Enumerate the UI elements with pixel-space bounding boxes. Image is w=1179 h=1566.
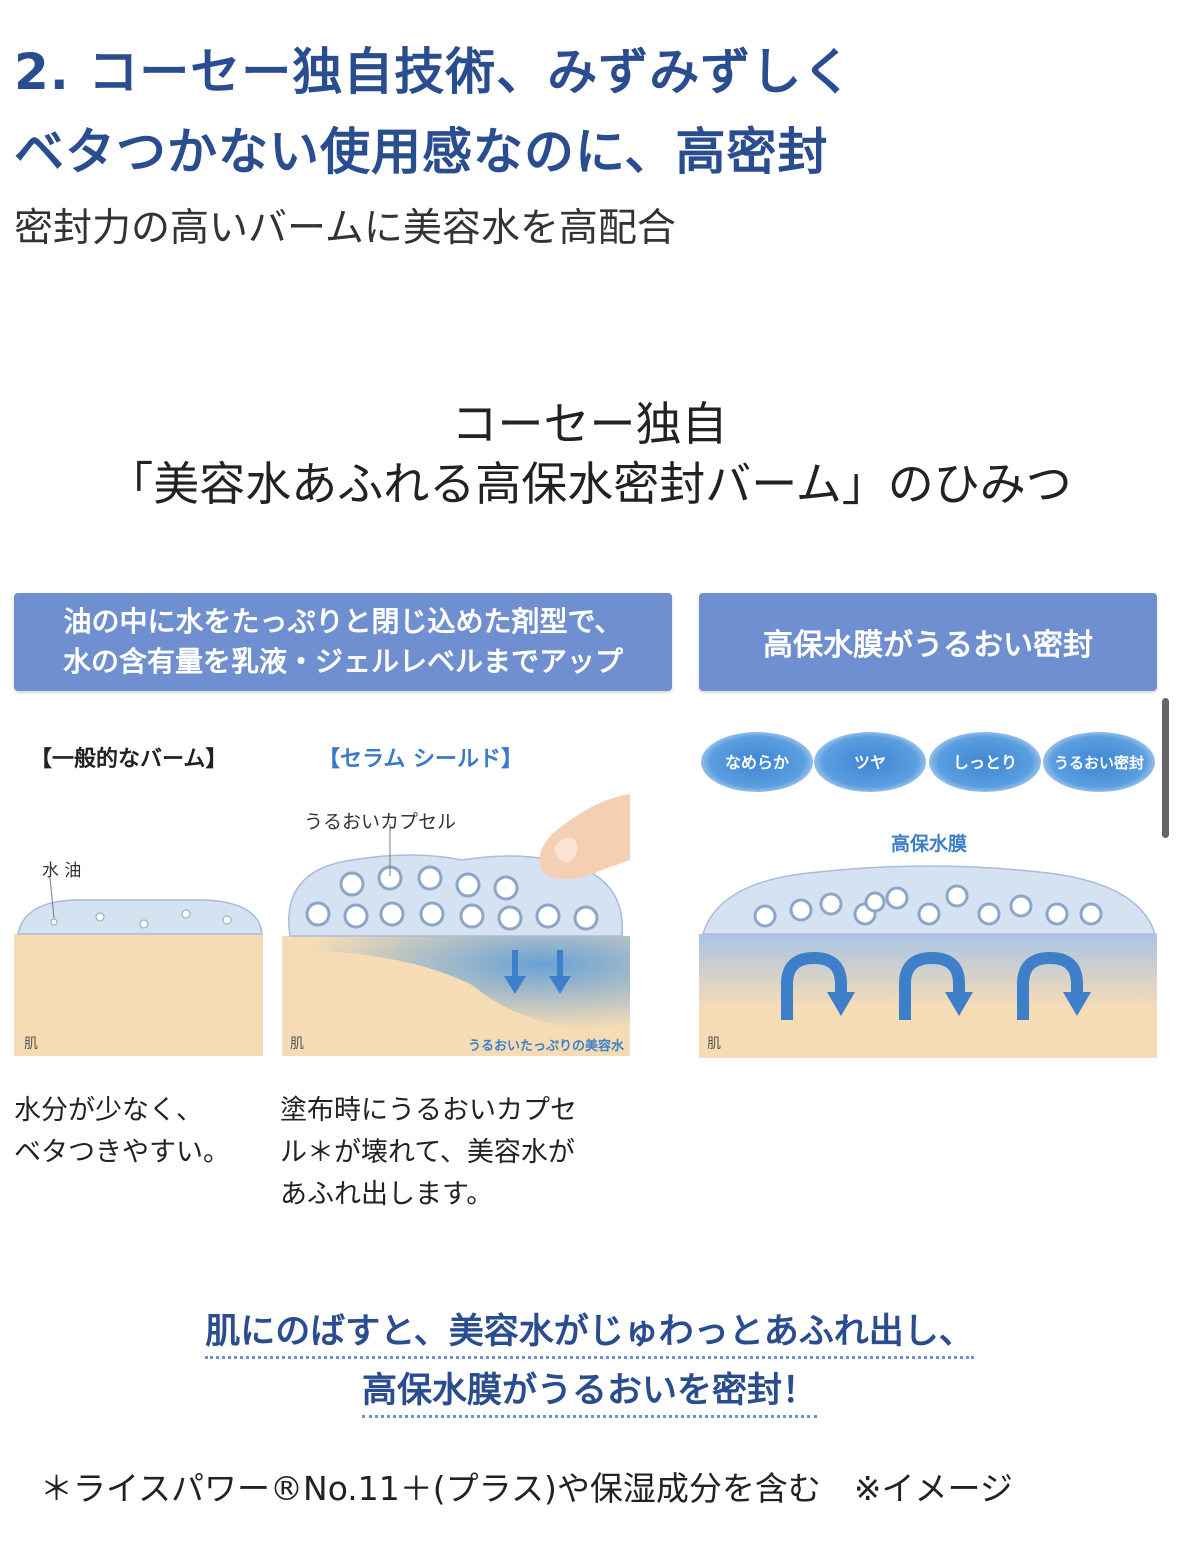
caption-general: 水分が少なく、 ベタつきやすい。 bbox=[14, 1090, 230, 1174]
scrollbar[interactable] bbox=[1162, 698, 1169, 838]
heading-line-1: 2. コーセー独自技術、みずみずしく bbox=[14, 43, 854, 101]
footnote: ＊ライスパワー®No.11＋(プラス)や保湿成分を含む ※イメージ bbox=[40, 1469, 1013, 1508]
film-diagram: なめらか ツヤ しっとり うるおい密封 高保水膜 肌 bbox=[699, 732, 1157, 1058]
bubble-uruoi-mippu: うるおい密封 bbox=[1054, 754, 1144, 772]
section-title-line-2: 「美容水あふれる高保水密封バーム」のひみつ bbox=[107, 457, 1072, 511]
caption-general-line-1: 水分が少なく、 bbox=[14, 1095, 203, 1126]
capsule-label: うるおいカプセル bbox=[304, 811, 456, 833]
general-balm-diagram: 水 油 肌 bbox=[14, 861, 263, 1056]
general-legend: 水 油 bbox=[42, 861, 81, 881]
general-skin-label: 肌 bbox=[24, 1036, 38, 1052]
banner-left: 油の中に水をたっぷりと閉じ込めた剤型で、 水の含有量を乳液・ジェルレベルまでアッ… bbox=[14, 593, 672, 691]
subtitle: 密封力の高いバームに美容水を高配合 bbox=[14, 206, 676, 251]
panel-label-general: 【一般的なバーム】 bbox=[30, 747, 228, 772]
callout-line-2-text: 高保水膜がうるおいを密封！ bbox=[361, 1371, 817, 1418]
panel-label-serum: 【セラム シールド】 bbox=[318, 747, 523, 772]
caption-serum-line-1: 塗布時にうるおいカプセ bbox=[280, 1095, 577, 1126]
film-label: 高保水膜 bbox=[891, 832, 967, 855]
caption-serum-line-3: あふれ出します。 bbox=[280, 1179, 494, 1210]
section-title-line-1: コーセー独自 bbox=[451, 397, 728, 451]
callout-line-1-text: 肌にのばすと、美容水がじゅわっとあふれ出し、 bbox=[205, 1312, 974, 1359]
caption-general-line-2: ベタつきやすい。 bbox=[14, 1137, 230, 1168]
banner-left-line-1: 油の中に水をたっぷりと閉じ込めた剤型で、 bbox=[63, 605, 623, 638]
film-skin-label: 肌 bbox=[707, 1036, 721, 1052]
banner-right: 高保水膜がうるおい密封 bbox=[699, 593, 1157, 691]
callout-line-2: 高保水膜がうるおいを密封！ bbox=[0, 1362, 1179, 1418]
caption-serum-line-2: ル＊が壊れて、美容水が bbox=[280, 1137, 575, 1168]
bubble-shittori: しっとり bbox=[953, 753, 1017, 772]
benefit-bubbles: なめらか ツヤ しっとり うるおい密封 bbox=[701, 732, 1155, 792]
bubble-nameraka: なめらか bbox=[725, 753, 789, 772]
serum-skin-label: 肌 bbox=[290, 1036, 304, 1052]
callout-line-1: 肌にのばすと、美容水がじゅわっとあふれ出し、 bbox=[0, 1303, 1179, 1359]
heading-line-2: ベタつかない使用感なのに、高密封 bbox=[14, 123, 829, 181]
banner-left-line-2: 水の含有量を乳液・ジェルレベルまでアップ bbox=[62, 645, 623, 678]
serum-shield-diagram: うるおいカプセル 肌 うるおいたっぷりの美容水 bbox=[282, 794, 630, 1056]
caption-serum: 塗布時にうるおいカプセ ル＊が壊れて、美容水が あふれ出します。 bbox=[280, 1090, 577, 1216]
bubble-tsuya: ツヤ bbox=[854, 753, 886, 772]
serum-label: うるおいたっぷりの美容水 bbox=[468, 1038, 625, 1054]
